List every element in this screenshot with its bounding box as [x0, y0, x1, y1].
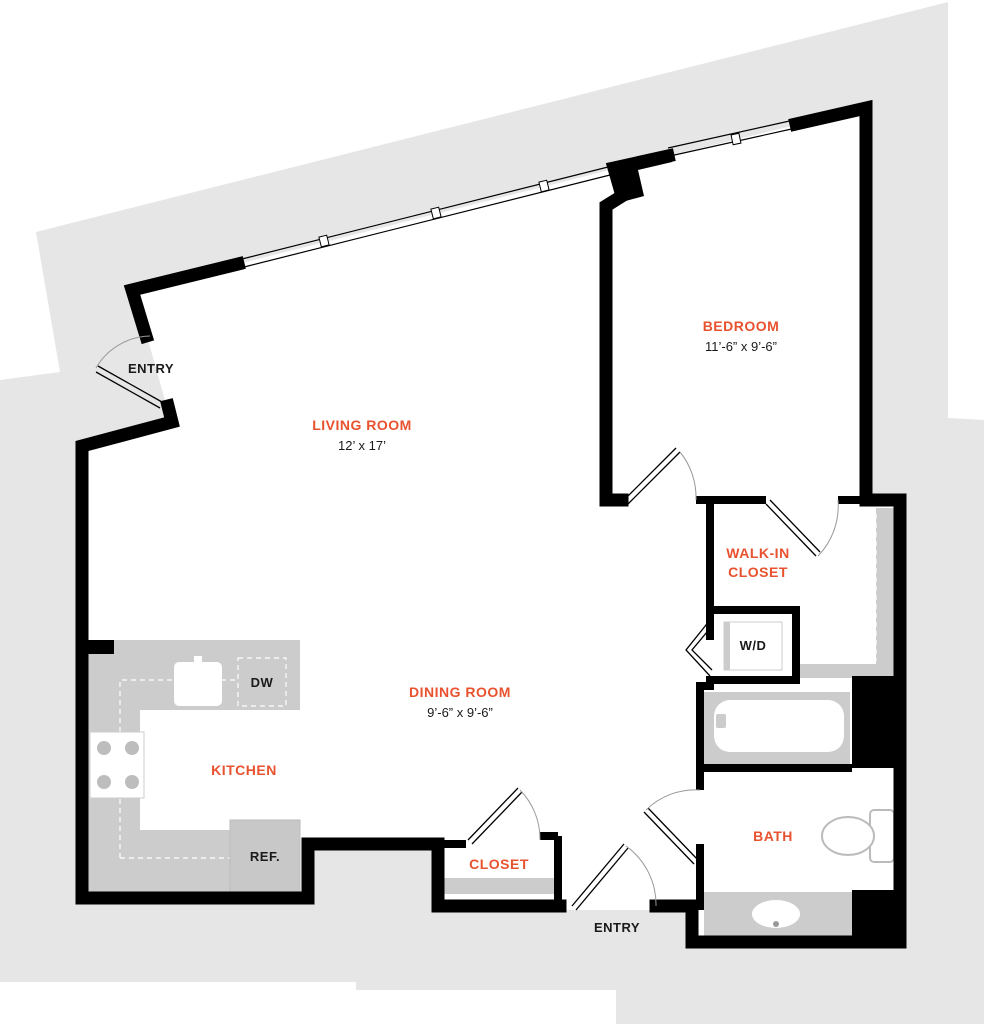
refrigerator-label: REF.: [250, 849, 280, 864]
washer-dryer-icon: [723, 621, 783, 671]
north-windows: [237, 119, 797, 269]
living-room-dimensions: 12’ x 17’: [338, 438, 386, 453]
walk-in-closet-label-1: WALK-IN: [726, 545, 789, 561]
bath-shaft-lower: [852, 890, 900, 940]
entry-label-north: ENTRY: [128, 361, 174, 376]
entry-label-south: ENTRY: [594, 920, 640, 935]
cooktop-icon: [89, 731, 145, 799]
walk-in-shelving: [798, 508, 896, 678]
washer-dryer-label: W/D: [740, 638, 767, 653]
bath-vanity-icon: [704, 892, 856, 936]
interior-walls: [86, 496, 866, 910]
bedroom-dimensions: 11’-6” x 9’-6”: [705, 339, 777, 354]
exterior-walls: [75, 99, 907, 949]
unit-interior: [82, 108, 900, 942]
dishwasher-icon: [237, 657, 287, 707]
doors: [95, 335, 839, 911]
dishwasher-label: DW: [251, 675, 274, 690]
bedroom-label: BEDROOM: [703, 318, 780, 334]
closet-shelf: [444, 878, 554, 894]
kitchen-label: KITCHEN: [211, 762, 277, 778]
bathtub-icon: [704, 692, 850, 764]
toilet-icon: [821, 809, 895, 863]
bath-label: BATH: [753, 828, 793, 844]
dining-room-label: DINING ROOM: [409, 684, 511, 700]
closet-label: CLOSET: [469, 856, 529, 872]
walk-in-closet-label-2: CLOSET: [728, 564, 788, 580]
dining-room-dimensions: 9’-6” x 9’-6”: [427, 705, 493, 720]
kitchen-sink-icon: [174, 656, 222, 706]
living-room-label: LIVING ROOM: [312, 417, 412, 433]
bath-shaft: [852, 676, 900, 768]
